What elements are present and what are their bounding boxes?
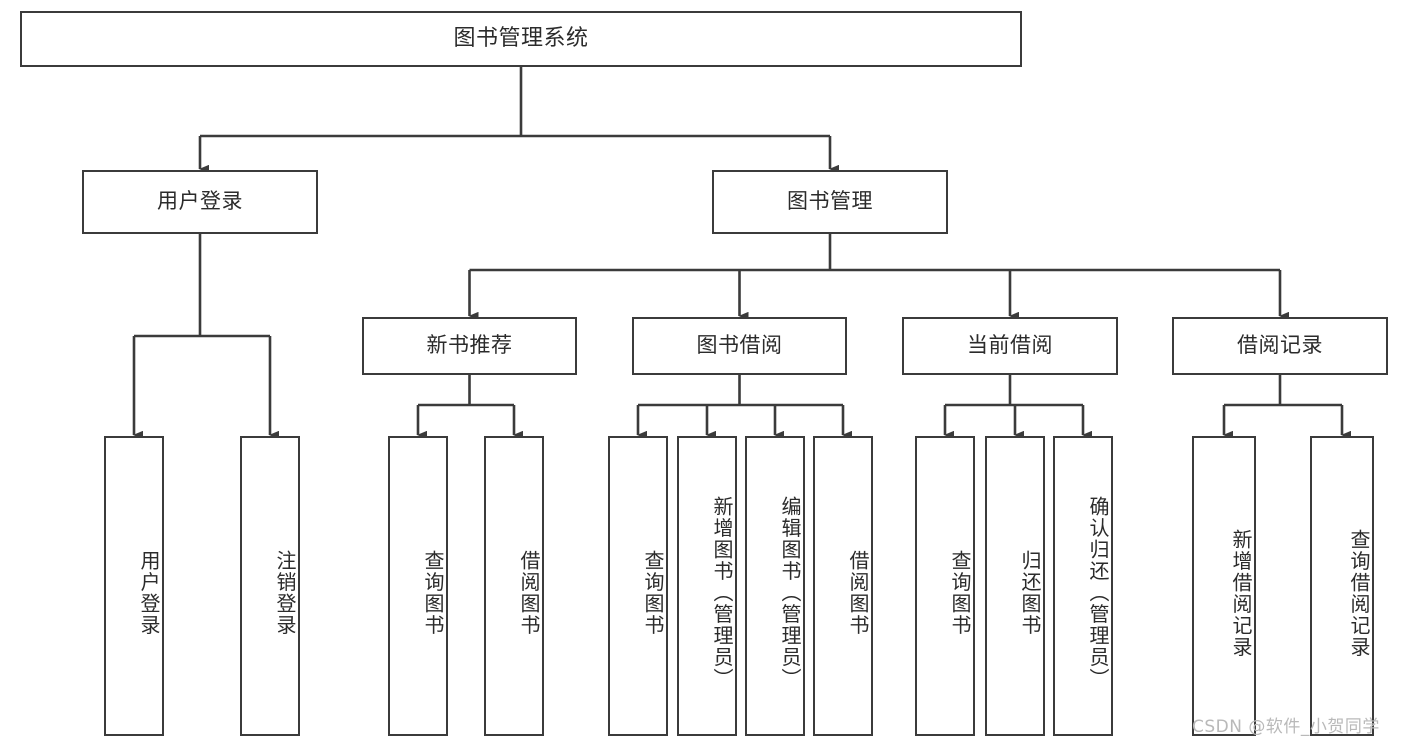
node-user-login[interactable]: 用户登录	[82, 170, 318, 234]
node-leaf-confirm-return-admin[interactable]: 确认归还（管理员）	[1053, 436, 1113, 736]
node-label: 借阅记录	[1237, 333, 1323, 358]
node-label: 用户登录	[157, 189, 243, 214]
node-label: 查询图书	[641, 550, 665, 636]
node-label: 新书推荐	[426, 333, 513, 358]
node-leaf-add-borrow-record[interactable]: 新增借阅记录	[1192, 436, 1256, 736]
node-label: 编辑图书（管理员）	[778, 496, 802, 690]
node-new-book-recommend[interactable]: 新书推荐	[362, 317, 577, 375]
node-label: 查询图书	[948, 550, 972, 636]
node-leaf-borrow-book[interactable]: 借阅图书	[813, 436, 873, 736]
node-leaf-query-book-rec[interactable]: 查询图书	[388, 436, 448, 736]
node-label: 图书管理系统	[453, 25, 589, 51]
node-book-manage[interactable]: 图书管理	[712, 170, 948, 234]
node-label: 新增借阅记录	[1229, 528, 1253, 658]
node-label: 图书借阅	[696, 333, 783, 358]
node-book-borrow[interactable]: 图书借阅	[632, 317, 847, 375]
node-current-borrow[interactable]: 当前借阅	[902, 317, 1118, 375]
node-leaf-user-login[interactable]: 用户登录	[104, 436, 164, 736]
node-label: 借阅图书	[517, 550, 541, 636]
node-label: 注销登录	[273, 550, 297, 636]
node-leaf-query-borrow-record[interactable]: 查询借阅记录	[1310, 436, 1374, 736]
node-label: 确认归还（管理员）	[1086, 496, 1110, 690]
node-label: 新增图书（管理员）	[710, 496, 734, 690]
node-leaf-query-book-borrow[interactable]: 查询图书	[608, 436, 668, 736]
node-label: 查询图书	[421, 550, 445, 636]
node-root[interactable]: 图书管理系统	[20, 11, 1022, 67]
csdn-watermark: CSDN @软件_小贺同学	[1192, 717, 1380, 737]
node-label: 图书管理	[787, 189, 873, 214]
node-leaf-return-book[interactable]: 归还图书	[985, 436, 1045, 736]
node-label: 借阅图书	[846, 550, 870, 636]
node-leaf-edit-book-admin[interactable]: 编辑图书（管理员）	[745, 436, 805, 736]
node-leaf-query-book-current[interactable]: 查询图书	[915, 436, 975, 736]
node-label: 用户登录	[137, 550, 161, 636]
node-label: 归还图书	[1018, 550, 1042, 636]
node-borrow-record[interactable]: 借阅记录	[1172, 317, 1388, 375]
node-label: 当前借阅	[967, 333, 1053, 358]
node-leaf-logout[interactable]: 注销登录	[240, 436, 300, 736]
node-leaf-add-book-admin[interactable]: 新增图书（管理员）	[677, 436, 737, 736]
node-leaf-borrow-book-rec[interactable]: 借阅图书	[484, 436, 544, 736]
node-label: 查询借阅记录	[1347, 528, 1371, 658]
